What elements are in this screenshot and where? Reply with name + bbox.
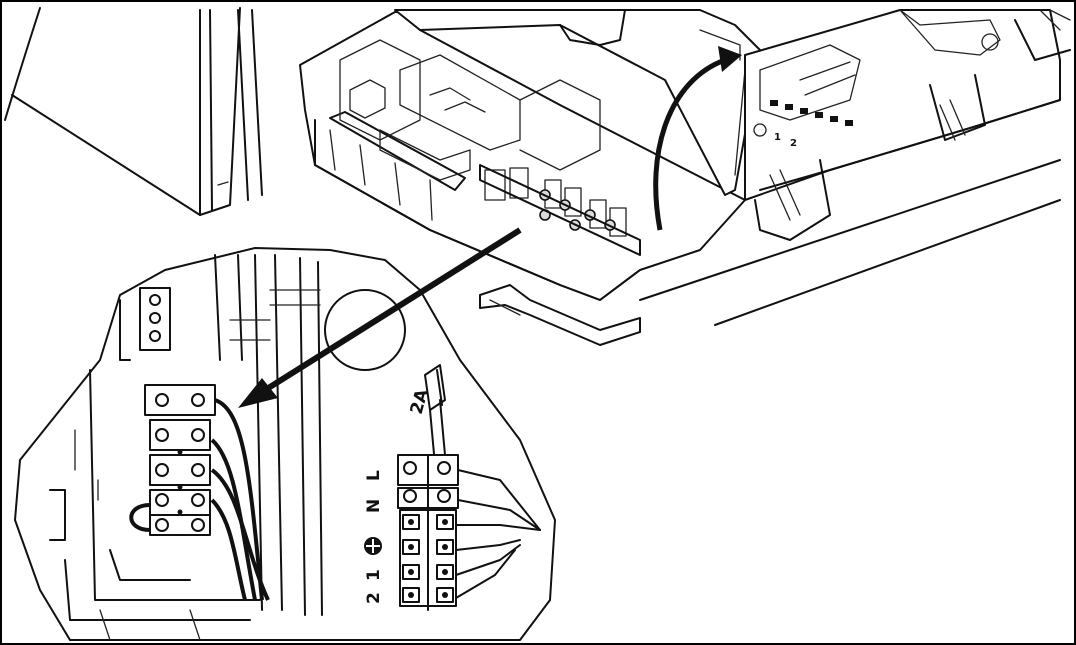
top-earth-icon — [753, 123, 767, 137]
terminal-box-right-section: 1 2 — [639, 9, 1071, 326]
fuse-icon — [424, 364, 446, 466]
internal-wires — [129, 398, 270, 601]
terminal-2-label: 2 — [364, 592, 384, 604]
terminal-1-label: 1 — [364, 569, 384, 581]
earth-ground-icon — [364, 537, 382, 555]
terminal-box-lid — [394, 9, 761, 196]
cable-gland — [324, 289, 406, 371]
appliance-side-panel — [4, 7, 263, 216]
zoomed-detail-view: 2A — [14, 247, 556, 641]
zoom-arrow-icon — [238, 227, 522, 408]
live-label: L — [364, 470, 384, 481]
neutral-label: N — [364, 499, 384, 513]
mains-cable-wires — [455, 469, 541, 599]
top-terminal-2-label: 2 — [790, 138, 797, 149]
open-lid-arrow-icon — [653, 46, 742, 231]
top-terminal-1-label: 1 — [774, 132, 781, 143]
small-terminal-block — [139, 287, 171, 351]
mains-terminal-block — [397, 454, 459, 611]
appliance-terminal-block — [144, 384, 216, 536]
